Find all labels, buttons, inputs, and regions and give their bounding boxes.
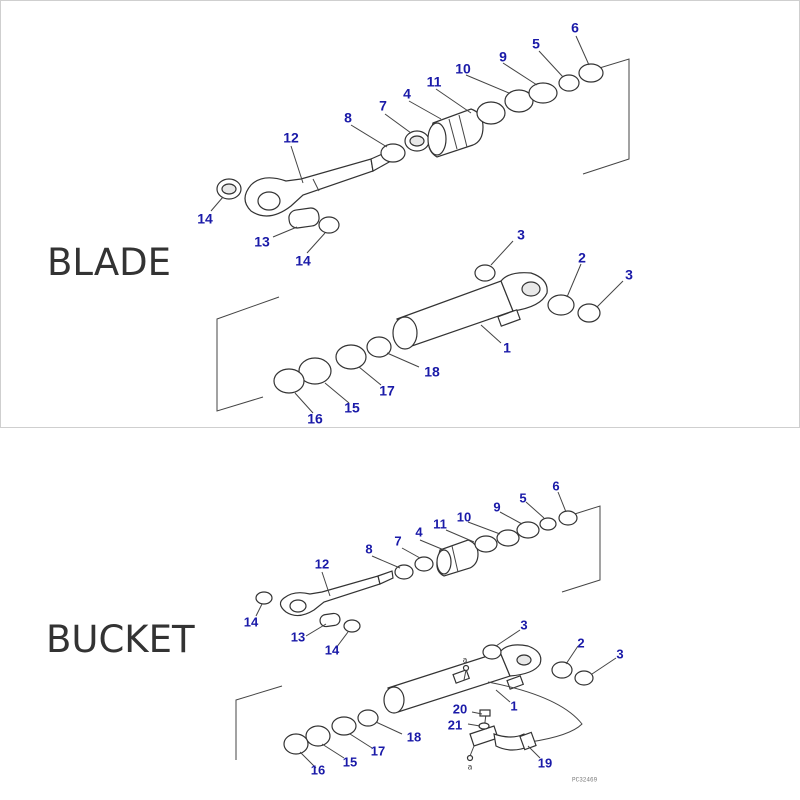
bucket-part-3-top — [482, 644, 502, 660]
blade-part-11-ring — [476, 101, 506, 125]
bucket-part-3-right — [574, 670, 594, 686]
blade-piston-rod — [244, 150, 392, 217]
blade-part-5-bushing — [558, 74, 580, 92]
bucket-marker-a-top — [462, 664, 470, 672]
bucket-part-6-seal — [558, 510, 578, 526]
bucket-part-8-ring — [394, 564, 414, 580]
bucket-label-14-bottom: 14 — [325, 642, 340, 657]
bucket-drawing-code: PC32469 — [572, 777, 598, 784]
blade-label-4: 4 — [403, 86, 411, 102]
blade-part-17-ring — [335, 344, 367, 370]
bucket-panel: BUCKET — [0, 434, 800, 800]
bucket-part-5-bushing — [539, 517, 557, 531]
blade-part-16-ring — [273, 368, 305, 394]
blade-part-2-bushing — [547, 294, 575, 316]
blade-cylinder-tube — [392, 272, 548, 350]
bucket-diagram: 1 2 3 3 4 5 6 7 8 9 10 11 12 13 14 14 15… — [235, 478, 624, 784]
blade-part-10-ring — [504, 89, 534, 113]
blade-label-12: 12 — [283, 130, 299, 146]
blade-part-13-bushing — [288, 207, 320, 229]
bucket-part-10-ring — [496, 529, 520, 547]
bucket-label-17: 17 — [371, 743, 385, 758]
bucket-label-11: 11 — [433, 516, 447, 531]
blade-panel: BLADE — [0, 0, 800, 428]
bucket-title: BUCKET — [46, 618, 195, 661]
bucket-marker-a-bottom-label: a — [468, 763, 473, 772]
blade-label-14-top: 14 — [197, 211, 213, 227]
bucket-label-21: 21 — [448, 717, 462, 732]
blade-label-1: 1 — [503, 340, 511, 356]
bucket-part-11-ring — [474, 535, 498, 553]
bucket-label-9: 9 — [493, 499, 500, 514]
blade-label-13: 13 — [254, 234, 270, 250]
blade-part-3-right — [577, 303, 601, 323]
bucket-part-17-ring — [331, 716, 357, 736]
bucket-label-13: 13 — [291, 629, 305, 644]
blade-title: BLADE — [47, 241, 172, 284]
blade-label-3-top: 3 — [517, 227, 525, 243]
blade-label-6: 6 — [571, 20, 579, 36]
bucket-label-14-top: 14 — [244, 614, 259, 629]
bucket-label-4: 4 — [415, 524, 423, 539]
bucket-label-20: 20 — [453, 701, 467, 716]
bucket-part-21-washer — [478, 722, 490, 730]
blade-label-5: 5 — [532, 36, 540, 52]
blade-label-14-bottom: 14 — [295, 253, 311, 269]
bucket-frame-right — [561, 505, 601, 593]
bucket-piston-rod — [279, 570, 394, 617]
bucket-part-14-bottom — [343, 619, 361, 633]
bucket-label-7: 7 — [394, 533, 401, 548]
blade-label-3-right: 3 — [625, 267, 633, 283]
blade-frame-left — [216, 296, 280, 412]
blade-part-8-ring — [380, 143, 406, 163]
bucket-label-12: 12 — [315, 556, 329, 571]
blade-part-14-bottom — [318, 216, 340, 234]
bucket-label-5: 5 — [519, 490, 526, 505]
blade-label-16: 16 — [307, 411, 323, 427]
bucket-label-1: 1 — [510, 698, 517, 713]
blade-label-8: 8 — [344, 110, 352, 126]
blade-label-2: 2 — [578, 250, 586, 266]
blade-label-11: 11 — [427, 74, 442, 90]
blade-label-7: 7 — [379, 98, 387, 114]
blade-part-9-ring — [528, 82, 558, 104]
blade-frame-right — [582, 58, 630, 175]
bucket-marker-a-bottom — [466, 754, 474, 762]
blade-label-15: 15 — [344, 400, 360, 416]
blade-label-18: 18 — [424, 364, 440, 380]
bucket-label-10: 10 — [457, 509, 471, 524]
blade-label-10: 10 — [455, 61, 471, 77]
bucket-part-19-fitting — [519, 731, 537, 751]
bucket-label-2: 2 — [577, 635, 584, 650]
bucket-part-15-piston — [305, 725, 331, 747]
blade-diagram: 1 2 3 3 4 5 6 7 8 9 10 11 12 13 14 14 15… — [197, 20, 633, 427]
blade-part-6-seal — [578, 63, 604, 83]
bucket-hose-line — [487, 681, 583, 743]
bucket-part-16-ring — [283, 733, 309, 755]
bucket-part-14-top — [255, 591, 273, 605]
blade-part-3-top — [474, 264, 496, 282]
bucket-label-19: 19 — [538, 755, 552, 770]
blade-part-15-piston — [298, 357, 332, 385]
bucket-frame-left — [235, 685, 283, 760]
bucket-label-6: 6 — [552, 478, 559, 493]
bucket-label-15: 15 — [343, 754, 357, 769]
blade-label-17: 17 — [379, 383, 395, 399]
bucket-label-3-right: 3 — [616, 646, 623, 661]
bucket-label-16: 16 — [311, 762, 325, 777]
bucket-label-8: 8 — [365, 541, 372, 556]
bucket-part-9-ring — [516, 521, 540, 539]
bucket-part-4-piston — [436, 539, 479, 577]
bucket-part-18-nut — [357, 709, 379, 727]
blade-label-9: 9 — [499, 49, 507, 65]
blade-part-18-nut — [366, 336, 392, 358]
bucket-cylinder-tube — [383, 644, 542, 714]
bucket-label-18: 18 — [407, 729, 421, 744]
bucket-part-13-bushing — [319, 612, 341, 628]
bucket-part-2-bushing — [551, 661, 573, 679]
bucket-marker-a-top-label: a — [463, 656, 468, 665]
bucket-label-3-top: 3 — [520, 617, 527, 632]
bucket-part-7-nut — [414, 556, 434, 572]
